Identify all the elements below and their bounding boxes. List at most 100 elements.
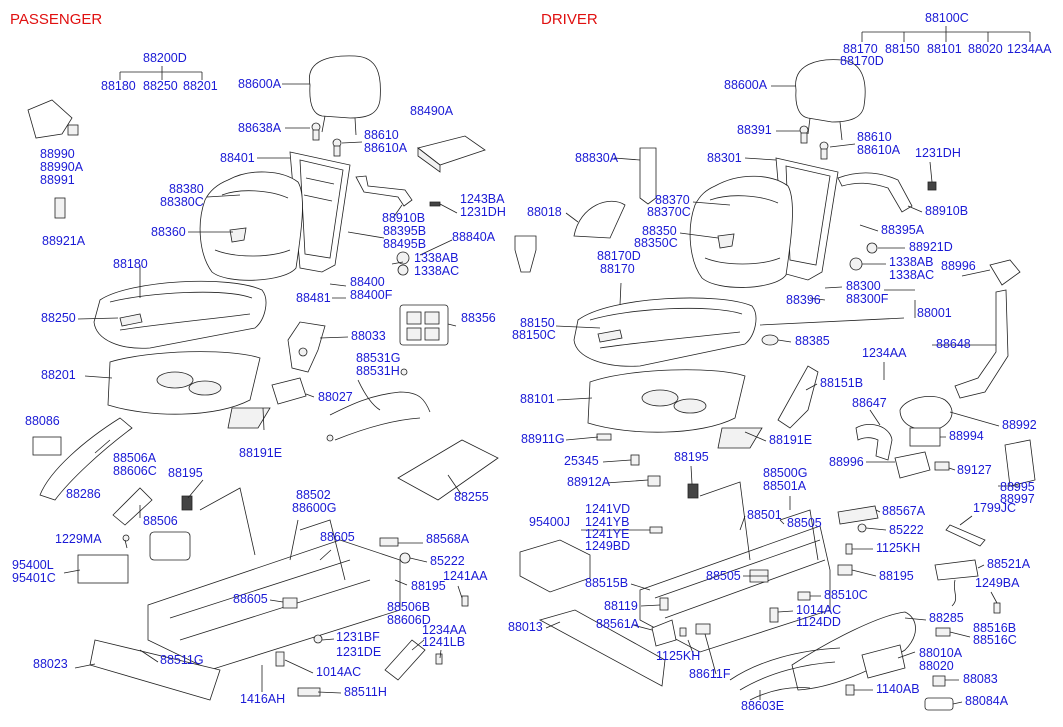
part-label-p-88511g: 88511G	[160, 653, 204, 667]
part-label-d-88994: 88994	[949, 429, 984, 443]
part-label-d-25345: 25345	[564, 454, 599, 468]
part-label-d-95400j: 95400J	[529, 515, 570, 529]
part-label-d-88647: 88647	[852, 396, 887, 410]
part-label-d-1231dh: 1231DH	[915, 146, 961, 160]
part-label-p-1241lb: 1241LB	[422, 635, 465, 649]
part-label-d-88921d: 88921D	[909, 240, 953, 254]
part-label-d-1234aa: 1234AA	[862, 346, 907, 360]
passenger-assembly-drawing	[27, 55, 499, 701]
part-label-p-88568a: 88568A	[426, 532, 470, 546]
part-label-d-1125kh-r: 1125KH	[876, 541, 920, 555]
part-label-d-88997: 88997	[1000, 492, 1035, 506]
part-label-p-88195-b: 88195	[411, 579, 446, 593]
part-label-p-88990: 88990	[40, 147, 75, 161]
part-label-d-88101: 88101	[520, 392, 555, 406]
part-label-d-88611f: 88611F	[689, 667, 731, 681]
part-label-d-1249bd: 1249BD	[585, 539, 630, 553]
part-label-d-88516c: 88516C	[973, 633, 1017, 647]
part-label-d-1241vd: 1241VD	[585, 502, 630, 516]
part-label-d-88610: 88610	[857, 130, 892, 144]
part-label-p-88400f: 88400F	[350, 288, 393, 302]
part-label-d-1125kh: 1125KH	[656, 649, 700, 663]
part-label-p-1231bf: 1231BF	[336, 630, 380, 644]
part-label-p-88531h: 88531H	[356, 364, 400, 378]
part-label-d-88083: 88083	[963, 672, 998, 686]
part-label-p-1231de: 1231DE	[336, 645, 381, 659]
part-label-d-89127: 89127	[957, 463, 992, 477]
part-label-d-1338ab: 1338AB	[889, 255, 933, 269]
part-label-d-88515b: 88515B	[585, 576, 628, 590]
part-label-p-1416ah: 1416AH	[240, 692, 285, 706]
part-label-d-88995: 88995	[1000, 480, 1035, 494]
part-label-p-1243ba: 1243BA	[460, 192, 505, 206]
passenger-heading: PASSENGER	[10, 11, 102, 28]
part-label-p-88086: 88086	[25, 414, 60, 428]
part-label-d-88350: 88350	[642, 224, 677, 238]
part-label-d-88912a: 88912A	[567, 475, 611, 489]
part-label-d-88170d: 88170D	[597, 249, 641, 263]
part-label-d-88501a: 88501A	[763, 479, 807, 493]
part-label-d-88119: 88119	[604, 599, 638, 613]
part-label-p-88606c: 88606C	[113, 464, 157, 478]
part-label-p-88255: 88255	[454, 490, 489, 504]
part-label-p-88201-top: 88201	[183, 79, 218, 93]
part-label-p-1338ac: 1338AC	[414, 264, 459, 278]
part-label-d-88505-b: 88505	[706, 569, 741, 583]
part-label-p-88610a: 88610A	[364, 141, 408, 155]
part-label-p-88506b: 88506B	[387, 600, 430, 614]
part-label-d-1241yb: 1241YB	[585, 515, 629, 529]
part-label-d-88285: 88285	[929, 611, 964, 625]
part-label-p-88195-a: 88195	[168, 466, 203, 480]
part-label-d-88992: 88992	[1002, 418, 1037, 432]
part-label-p-88921a: 88921A	[42, 234, 86, 248]
part-label-p-88200d: 88200D	[143, 51, 187, 65]
part-label-d-1234aa-t: 1234AA	[1007, 42, 1052, 56]
part-label-d-88100c: 88100C	[925, 11, 969, 25]
part-label-p-88605: 88605	[320, 530, 355, 544]
part-label-d-88567a: 88567A	[882, 504, 926, 518]
part-label-p-88250: 88250	[41, 311, 76, 325]
part-label-p-88023: 88023	[33, 657, 68, 671]
part-label-p-88033: 88033	[351, 329, 386, 343]
part-label-d-88150: 88150	[520, 316, 555, 330]
part-label-d-1140ab: 1140AB	[876, 682, 920, 696]
part-label-p-88610: 88610	[364, 128, 399, 142]
part-label-p-1241aa: 1241AA	[443, 569, 488, 583]
part-label-p-95401c: 95401C	[12, 571, 56, 585]
part-label-d-88385: 88385	[795, 334, 830, 348]
part-label-d-88501: 88501	[747, 508, 782, 522]
part-label-d-88600a: 88600A	[724, 78, 768, 92]
part-label-d-88300: 88300	[846, 279, 881, 293]
part-label-d-88561a: 88561A	[596, 617, 640, 631]
part-label-p-88027: 88027	[318, 390, 353, 404]
part-label-d-88910b: 88910B	[925, 204, 968, 218]
part-label-p-88250-top: 88250	[143, 79, 178, 93]
part-label-d-88301: 88301	[707, 151, 742, 165]
part-label-d-88195-a: 88195	[674, 450, 709, 464]
part-label-d-88010a: 88010A	[919, 646, 963, 660]
part-label-p-88395b: 88395B	[383, 224, 426, 238]
part-label-d-88395a: 88395A	[881, 223, 925, 237]
part-label-p-88511h: 88511H	[344, 685, 387, 699]
part-label-d-88603e: 88603E	[741, 699, 784, 713]
part-label-d-1124dd: 1124DD	[796, 615, 841, 629]
part-label-p-88600g: 88600G	[292, 501, 336, 515]
part-label-p-88490a: 88490A	[410, 104, 454, 118]
part-label-d-88996-a: 88996	[941, 259, 976, 273]
part-label-p-95400l: 95400L	[12, 558, 54, 572]
part-label-p-88606d: 88606D	[387, 613, 431, 627]
part-label-p-1231dh: 1231DH	[460, 205, 506, 219]
driver-assembly-drawing	[514, 26, 1036, 711]
part-label-p-88380c: 88380C	[160, 195, 204, 209]
part-label-d-88391: 88391	[737, 123, 772, 137]
part-label-d-88018: 88018	[527, 205, 562, 219]
part-label-p-88400: 88400	[350, 275, 385, 289]
part-label-d-88020: 88020	[919, 659, 954, 673]
part-label-d-88170: 88170	[600, 262, 635, 276]
part-label-d-88911g: 88911G	[521, 432, 565, 446]
part-label-d-88648: 88648	[936, 337, 971, 351]
part-label-d-88505: 88505	[787, 516, 822, 530]
part-label-p-88990a: 88990A	[40, 160, 84, 174]
